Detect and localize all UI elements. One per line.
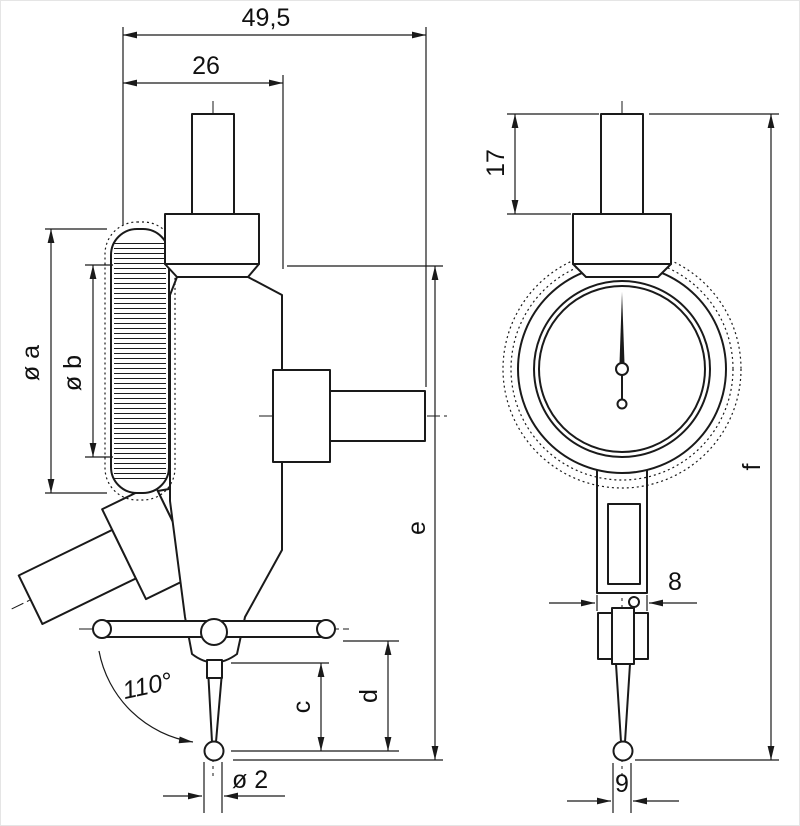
- needle: [619, 292, 625, 369]
- stylus-holder-shaft: [611, 607, 635, 665]
- dim-body-depth-label: 26: [192, 52, 220, 80]
- dim-tip-width: 9: [567, 763, 679, 813]
- dim-d-label: d: [355, 689, 383, 703]
- needle-hub: [615, 362, 629, 376]
- dim-dial-diameter: ø a: [17, 228, 107, 494]
- dim-overall-depth-label: 49,5: [242, 4, 291, 32]
- dim-bezel-diameter-label: ø b: [59, 355, 87, 391]
- side-view: 110°: [11, 101, 449, 776]
- dim-height-front-label: f: [738, 463, 766, 470]
- dim-lower-body-width-label: 8: [668, 568, 682, 596]
- dim-swivel-angle-label: 110°: [120, 667, 175, 705]
- clamp-nut-side: [164, 213, 260, 278]
- stylus-needle-front: [615, 663, 631, 743]
- stylus-front: [597, 607, 649, 762]
- dim-stem-length: 17: [482, 113, 599, 215]
- dim-height-side-label: e: [403, 521, 431, 535]
- dial-face: [502, 249, 742, 489]
- dial-scale-edge: [538, 285, 706, 453]
- dim-ball-diameter: ø 2: [163, 762, 285, 813]
- stylus-clamp: [206, 659, 223, 679]
- dim-height-front: f: [635, 113, 779, 761]
- swivel-arc: [98, 650, 194, 744]
- body: [169, 276, 283, 664]
- dim-overall-depth: 49,5: [122, 4, 427, 387]
- dim-c: c: [231, 662, 399, 752]
- top-stem-front: [600, 113, 644, 215]
- dim-height-side: e: [233, 265, 443, 761]
- pivot-screw: [628, 596, 640, 608]
- swivel-angle-annotation: 110°: [98, 650, 194, 744]
- dim-dial-diameter-label: ø a: [17, 345, 45, 381]
- dim-c-label: c: [288, 701, 316, 714]
- stylus-side: [203, 659, 225, 762]
- contact-ball: [203, 740, 225, 762]
- dim-ball-diameter-label: ø 2: [232, 766, 268, 794]
- dim-stem-length-label: 17: [482, 149, 510, 177]
- dim-d: d: [343, 640, 399, 751]
- bezel-rotation-extent-inner: [510, 257, 734, 481]
- dim-bezel-diameter: ø b: [59, 264, 113, 458]
- stylus-needle: [207, 677, 223, 743]
- dial-edge: [104, 221, 176, 501]
- rear-mount-stem: [259, 369, 449, 463]
- top-stem: [191, 113, 235, 215]
- front-view: [502, 101, 742, 776]
- dim-lower-body-width: 8: [549, 568, 697, 611]
- dim-body-depth: 26: [123, 52, 284, 269]
- stylus-pivot: [200, 618, 228, 646]
- clamp-nut-front: [572, 213, 672, 278]
- contact-ball-front: [612, 740, 634, 762]
- dim-tip-width-label: 9: [615, 770, 629, 798]
- knurl-texture: [114, 241, 166, 481]
- dimensions: 49,5 26 ø a ø b e: [17, 4, 779, 813]
- clamp-window: [607, 503, 641, 585]
- needle-counterweight: [616, 398, 628, 410]
